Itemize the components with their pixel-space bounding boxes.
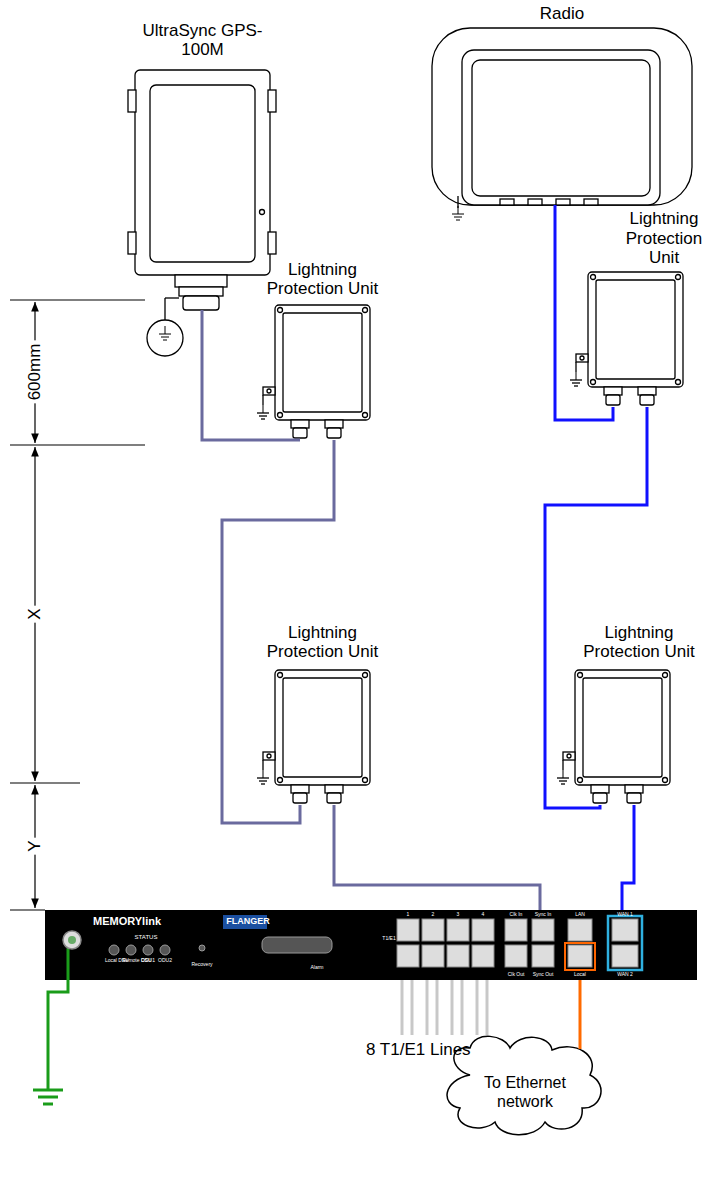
- panel-label: WAN 1: [610, 912, 640, 917]
- node-label: Lightning Protection Unit: [613, 209, 715, 268]
- dimension: Y: [25, 837, 45, 854]
- panel-label: STATUS: [111, 934, 181, 940]
- panel-label: WAN 2: [610, 972, 640, 977]
- dimension: 600mm: [25, 341, 45, 404]
- panel-label: LAN: [567, 912, 593, 917]
- panel-label: ODU1: [139, 958, 157, 963]
- panel-label: Sync Out: [530, 972, 556, 977]
- gps-unit: UltraSync GPS-100M: [135, 70, 270, 310]
- panel-label: Sync In: [530, 912, 556, 917]
- panel-label: T1/E1: [381, 936, 397, 941]
- cable: [334, 805, 540, 910]
- line-count-label: 8 T1/E1 Lines: [366, 1040, 471, 1060]
- panel-label: Alarm: [297, 965, 337, 970]
- cable: [545, 407, 647, 808]
- cable: [579, 980, 582, 1049]
- panel-label: 3: [447, 912, 469, 917]
- radio-unit: Radio: [432, 28, 692, 205]
- node-label: Radio: [432, 4, 692, 24]
- panel-label: FLANGER: [223, 916, 273, 926]
- panel-label: Local: [567, 972, 593, 977]
- cable: [622, 805, 634, 910]
- panel-label: Remote DSU: [122, 958, 140, 963]
- panel-label: Clk Out: [503, 972, 529, 977]
- node-label: UltraSync GPS-100M: [130, 21, 275, 60]
- panel-label: Local DSU: [105, 958, 123, 963]
- node-label: Lightning Protection Unit: [263, 623, 382, 662]
- cable: [202, 310, 300, 440]
- panel-label: Recovery: [187, 962, 217, 967]
- lightning-protection-unit: Lightning Protection Unit: [275, 670, 370, 805]
- panel-label: 1: [397, 912, 419, 917]
- memorylink-device: MEMORYlink FLANGER STATUS Local DSURemote D…: [45, 910, 697, 980]
- lightning-protection-unit: Lightning Protection Unit: [588, 272, 683, 407]
- node-label: Lightning Protection Unit: [263, 260, 382, 299]
- panel-label: 4: [472, 912, 494, 917]
- panel-label: MEMORYlink: [93, 915, 213, 928]
- ethernet-cloud: To Ethernet network: [445, 1045, 605, 1140]
- lightning-protection-unit: Lightning Protection Unit: [275, 305, 370, 440]
- panel-label: ODU2: [156, 958, 174, 963]
- panel-label: 2: [422, 912, 444, 917]
- lightning-protection-unit: Lightning Protection Unit: [575, 670, 670, 805]
- panel-label: Clk In: [503, 912, 529, 917]
- node-label: Lightning Protection Unit: [583, 623, 695, 662]
- node-label: To Ethernet network: [473, 1074, 577, 1111]
- dimension: X: [25, 605, 45, 622]
- cable: [555, 205, 613, 420]
